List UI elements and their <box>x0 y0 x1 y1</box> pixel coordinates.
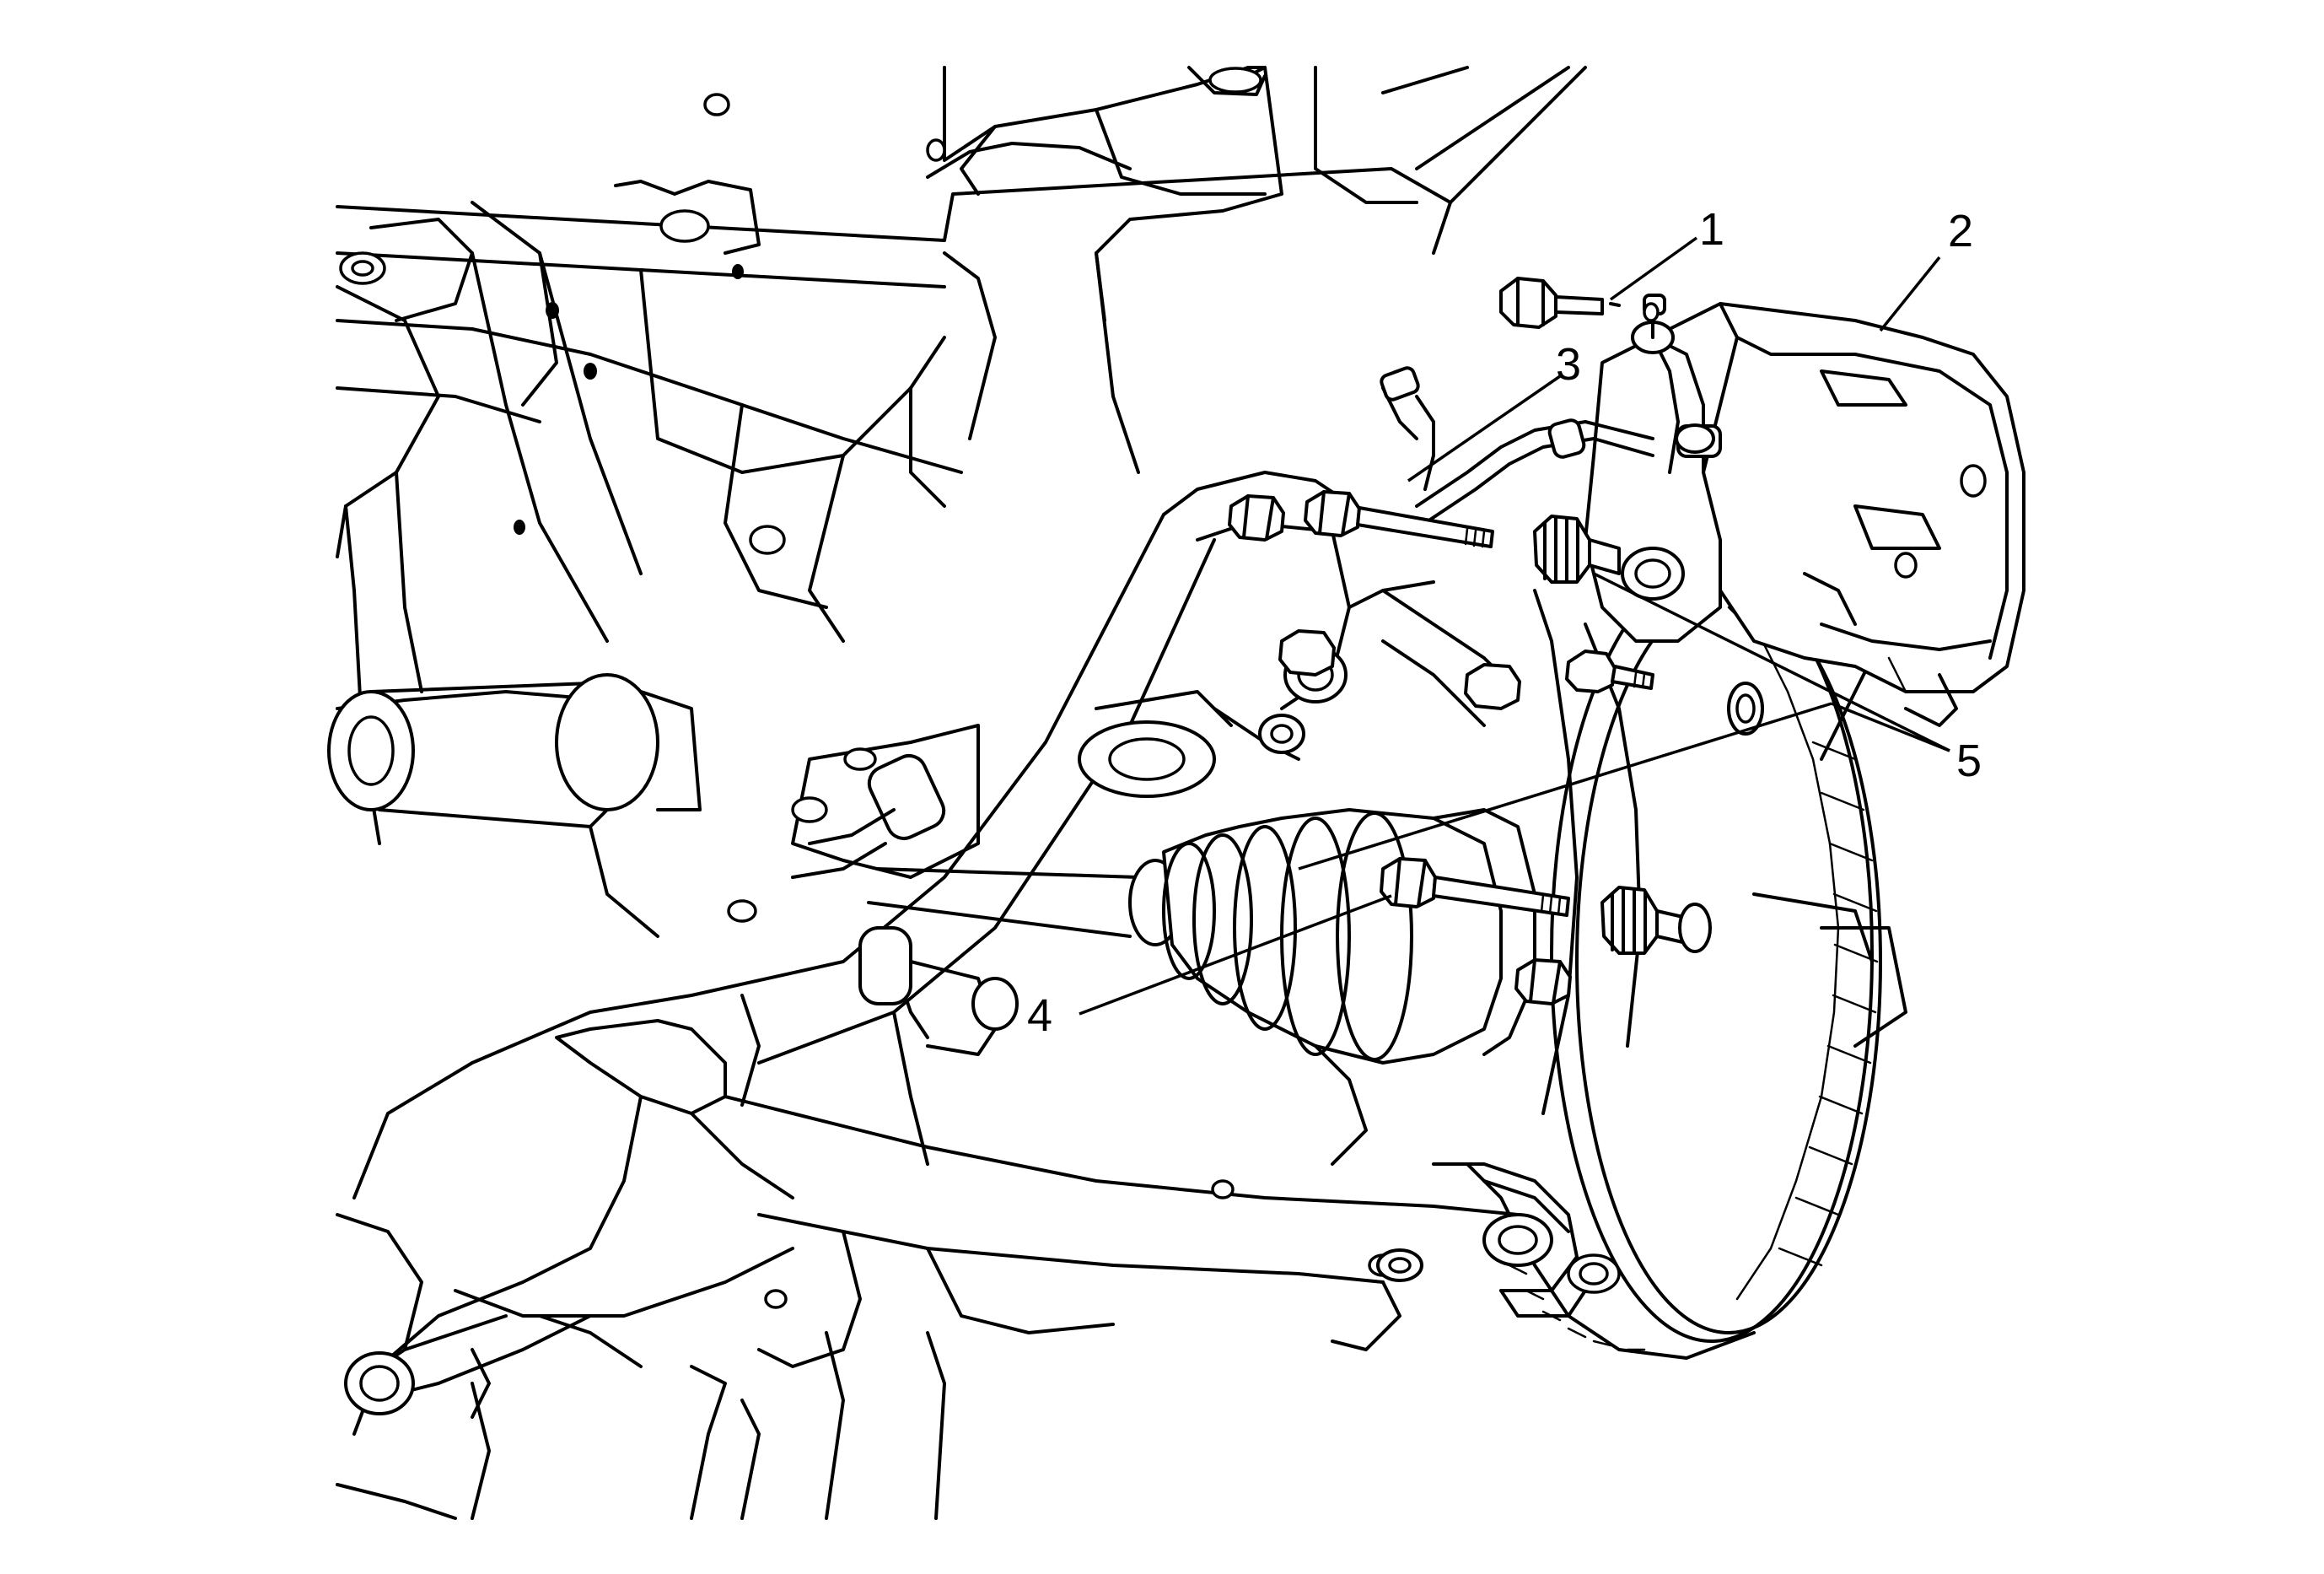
hex-nuts <box>1228 494 1572 1005</box>
crossmember-brace <box>352 513 1216 1199</box>
leader-3 <box>1407 375 1561 482</box>
leader-4 <box>1079 894 1392 1016</box>
drive-axle <box>867 808 1536 1166</box>
leader-5c <box>1831 702 1950 752</box>
callout-4: 4 <box>1027 990 1052 1041</box>
frame-rail <box>327 201 1140 938</box>
callout-5: 5 <box>1956 736 1982 786</box>
callout-3: 3 <box>1556 339 1581 390</box>
bolt-1 <box>1499 277 1660 329</box>
brake-caliper <box>1380 294 1722 643</box>
bushing-5-upper <box>1533 515 1621 584</box>
bolt-5 <box>1565 650 1764 736</box>
caliper-bracket <box>1668 302 2025 727</box>
bolt-3 <box>1304 490 1494 548</box>
stabilizer-link <box>858 926 1019 1056</box>
leader-5a <box>1593 572 1950 752</box>
bushing-5-lower <box>1600 886 1712 955</box>
bolt-4 <box>1380 857 1570 917</box>
subframe <box>336 66 1587 643</box>
callout-2: 2 <box>1948 206 1973 256</box>
leader-5b <box>1298 702 1832 871</box>
leader-2 <box>1879 256 1941 332</box>
callout-labels: 1 2 3 4 5 <box>1027 204 1982 1041</box>
subframe-lower <box>336 1213 946 1520</box>
leader-1 <box>1609 236 1698 301</box>
callout-1: 1 <box>1699 204 1724 255</box>
leader-lines <box>1079 236 1950 1016</box>
lower-control-arm <box>352 1019 1621 1436</box>
